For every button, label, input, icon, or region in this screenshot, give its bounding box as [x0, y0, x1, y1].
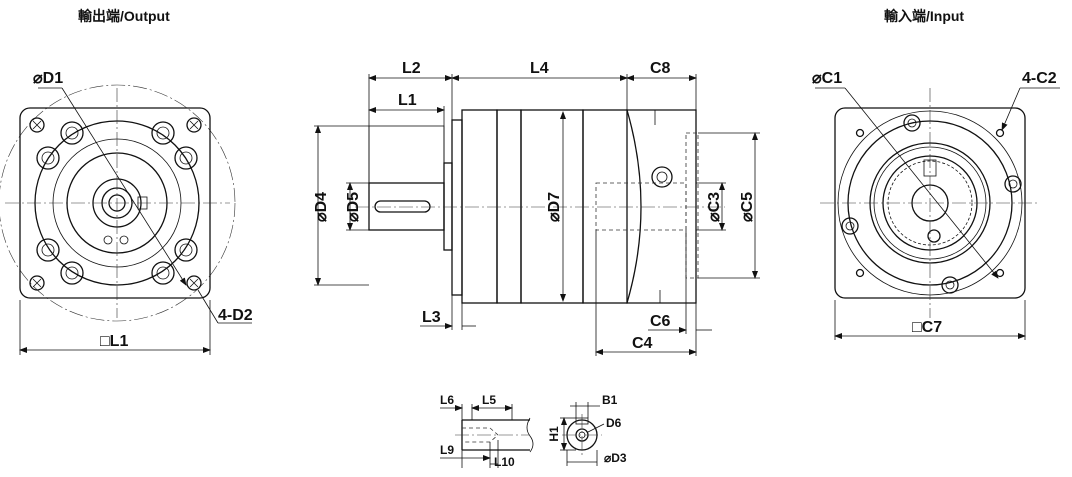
output-end-view: ⌀D1 4-D2 □L1	[0, 70, 253, 355]
output-socket-screws	[36, 121, 198, 285]
c8-label: C8	[650, 60, 671, 77]
d1-label: ⌀D1	[33, 70, 63, 87]
l3-label: L3	[422, 309, 441, 326]
l10-label: L10	[494, 455, 515, 469]
c3-label: ⌀C3	[706, 192, 723, 222]
housing-section-1	[461, 109, 498, 304]
shaft-keyway-top-view	[368, 125, 445, 184]
side-l1-label: L1	[398, 92, 417, 109]
output-corner-holes	[29, 117, 202, 291]
output-pcd-outer-circle	[0, 84, 236, 322]
output-view-title: 輸出端/Output	[78, 8, 170, 24]
output-l1-label: □L1	[100, 333, 128, 350]
input-view-title: 輸入端/Input	[884, 8, 965, 24]
shaft-end-detail: L6 L5 L9 L10 B1 H1 D6 ⌀D3	[440, 393, 627, 469]
c2-label: 4-C2	[1022, 70, 1057, 87]
c7-label: □C7	[912, 319, 942, 336]
input-end-view: ⌀C1 4-C2 □C7	[812, 70, 1060, 340]
h1-label: H1	[547, 426, 561, 442]
l6-label: L6	[440, 393, 454, 407]
d2-label: 4-D2	[218, 307, 253, 324]
c6-label: C6	[650, 313, 671, 330]
d6-label: D6	[606, 416, 622, 430]
side-view: L2 L4 C8 L1 ⌀D4 ⌀D5 ⌀D7 ⌀C3 ⌀C5 L3	[313, 60, 760, 356]
output-shaft	[368, 182, 445, 231]
d1-leader	[61, 87, 187, 286]
c1-label: ⌀C1	[812, 70, 842, 87]
d4-label: ⌀D4	[313, 192, 330, 222]
l5-label: L5	[482, 393, 496, 407]
c5-label: ⌀C5	[739, 192, 756, 222]
housing-section-4	[582, 109, 628, 304]
housing-section-2	[496, 109, 522, 304]
l4-label: L4	[530, 60, 549, 77]
l2-label: L2	[402, 60, 421, 77]
clamp-screw	[651, 166, 673, 188]
d5-label: ⌀D5	[345, 192, 362, 222]
d7-label: ⌀D7	[546, 192, 563, 222]
shaft-keyway	[374, 200, 431, 213]
input-mount-holes	[841, 114, 1022, 294]
hidden-pilot	[685, 132, 699, 279]
c4-label: C4	[632, 335, 653, 352]
d3-label: ⌀D3	[604, 451, 627, 465]
b1-label: B1	[602, 393, 618, 407]
c1-leader	[844, 87, 999, 279]
l9-label: L9	[440, 443, 454, 457]
motor-adapter-flange	[626, 109, 697, 304]
